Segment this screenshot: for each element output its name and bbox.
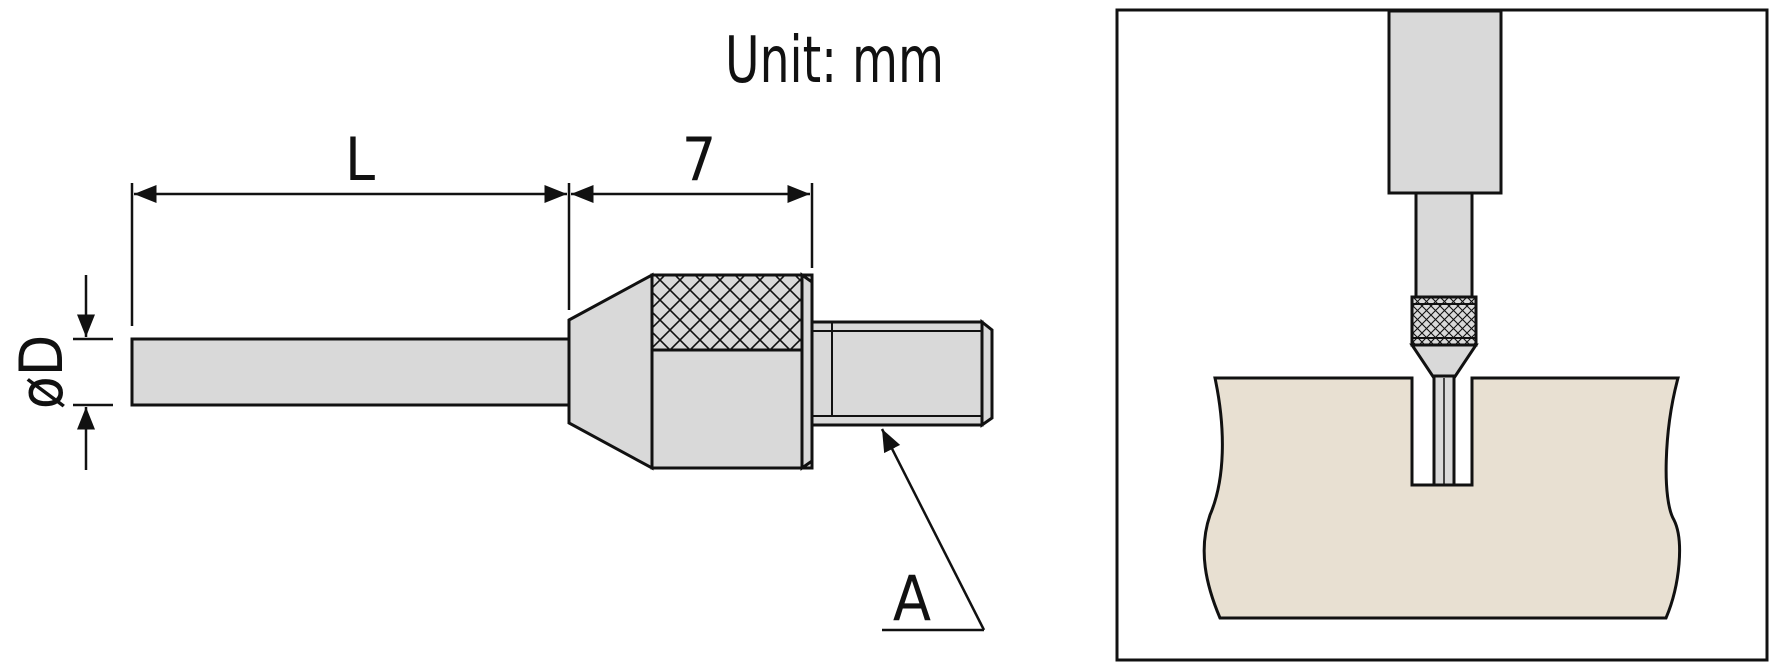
spindle-body [1387, 9, 1503, 195]
stem [130, 337, 571, 407]
workpiece [1202, 376, 1682, 620]
contact-point-drawing: Unit: mm L 7 øD [7, 23, 994, 635]
knurled-band [650, 273, 804, 352]
callout-label-A: A [893, 562, 931, 635]
dimension-label-7: 7 [682, 125, 716, 195]
body-chamfer [800, 272, 814, 471]
tapered-cone [567, 272, 654, 471]
usage-illustration [1115, 8, 1769, 662]
callout-leader [880, 428, 986, 631]
diameter-label: øD [7, 335, 77, 410]
threaded-shank [810, 320, 984, 427]
spindle [1414, 191, 1474, 299]
unit-label: Unit: mm [725, 23, 944, 97]
dimension-label-L: L [345, 125, 375, 195]
